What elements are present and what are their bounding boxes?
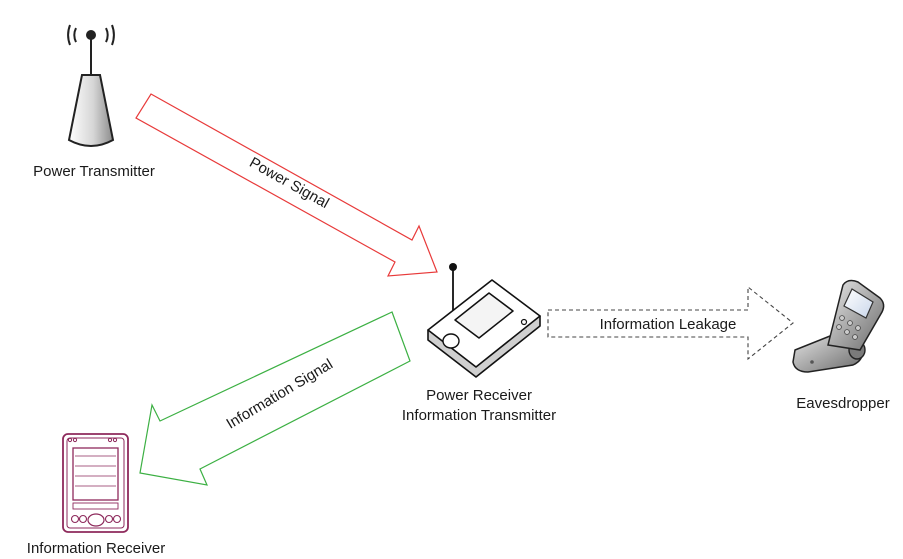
information-leakage-label: Information Leakage	[600, 316, 737, 333]
information-receiver-label: Information Receiver	[26, 540, 166, 557]
power-receiver-label: Power Receiver	[426, 387, 532, 404]
receiver-device-icon	[427, 263, 541, 378]
information-leakage-arrow: Information Leakage	[547, 285, 794, 361]
power-transmitter-label: Power Transmitter	[33, 163, 155, 180]
eavesdropper-label: Eavesdropper	[796, 395, 890, 412]
power-signal-arrow: Power Signal	[135, 93, 438, 277]
information-receiver-icon	[62, 433, 129, 533]
information-signal-arrow: Information Signal	[139, 311, 411, 486]
power-transmitter-icon	[67, 24, 115, 147]
eavesdropper-icon	[792, 279, 885, 373]
information-transmitter-label: Information Transmitter	[401, 407, 557, 424]
